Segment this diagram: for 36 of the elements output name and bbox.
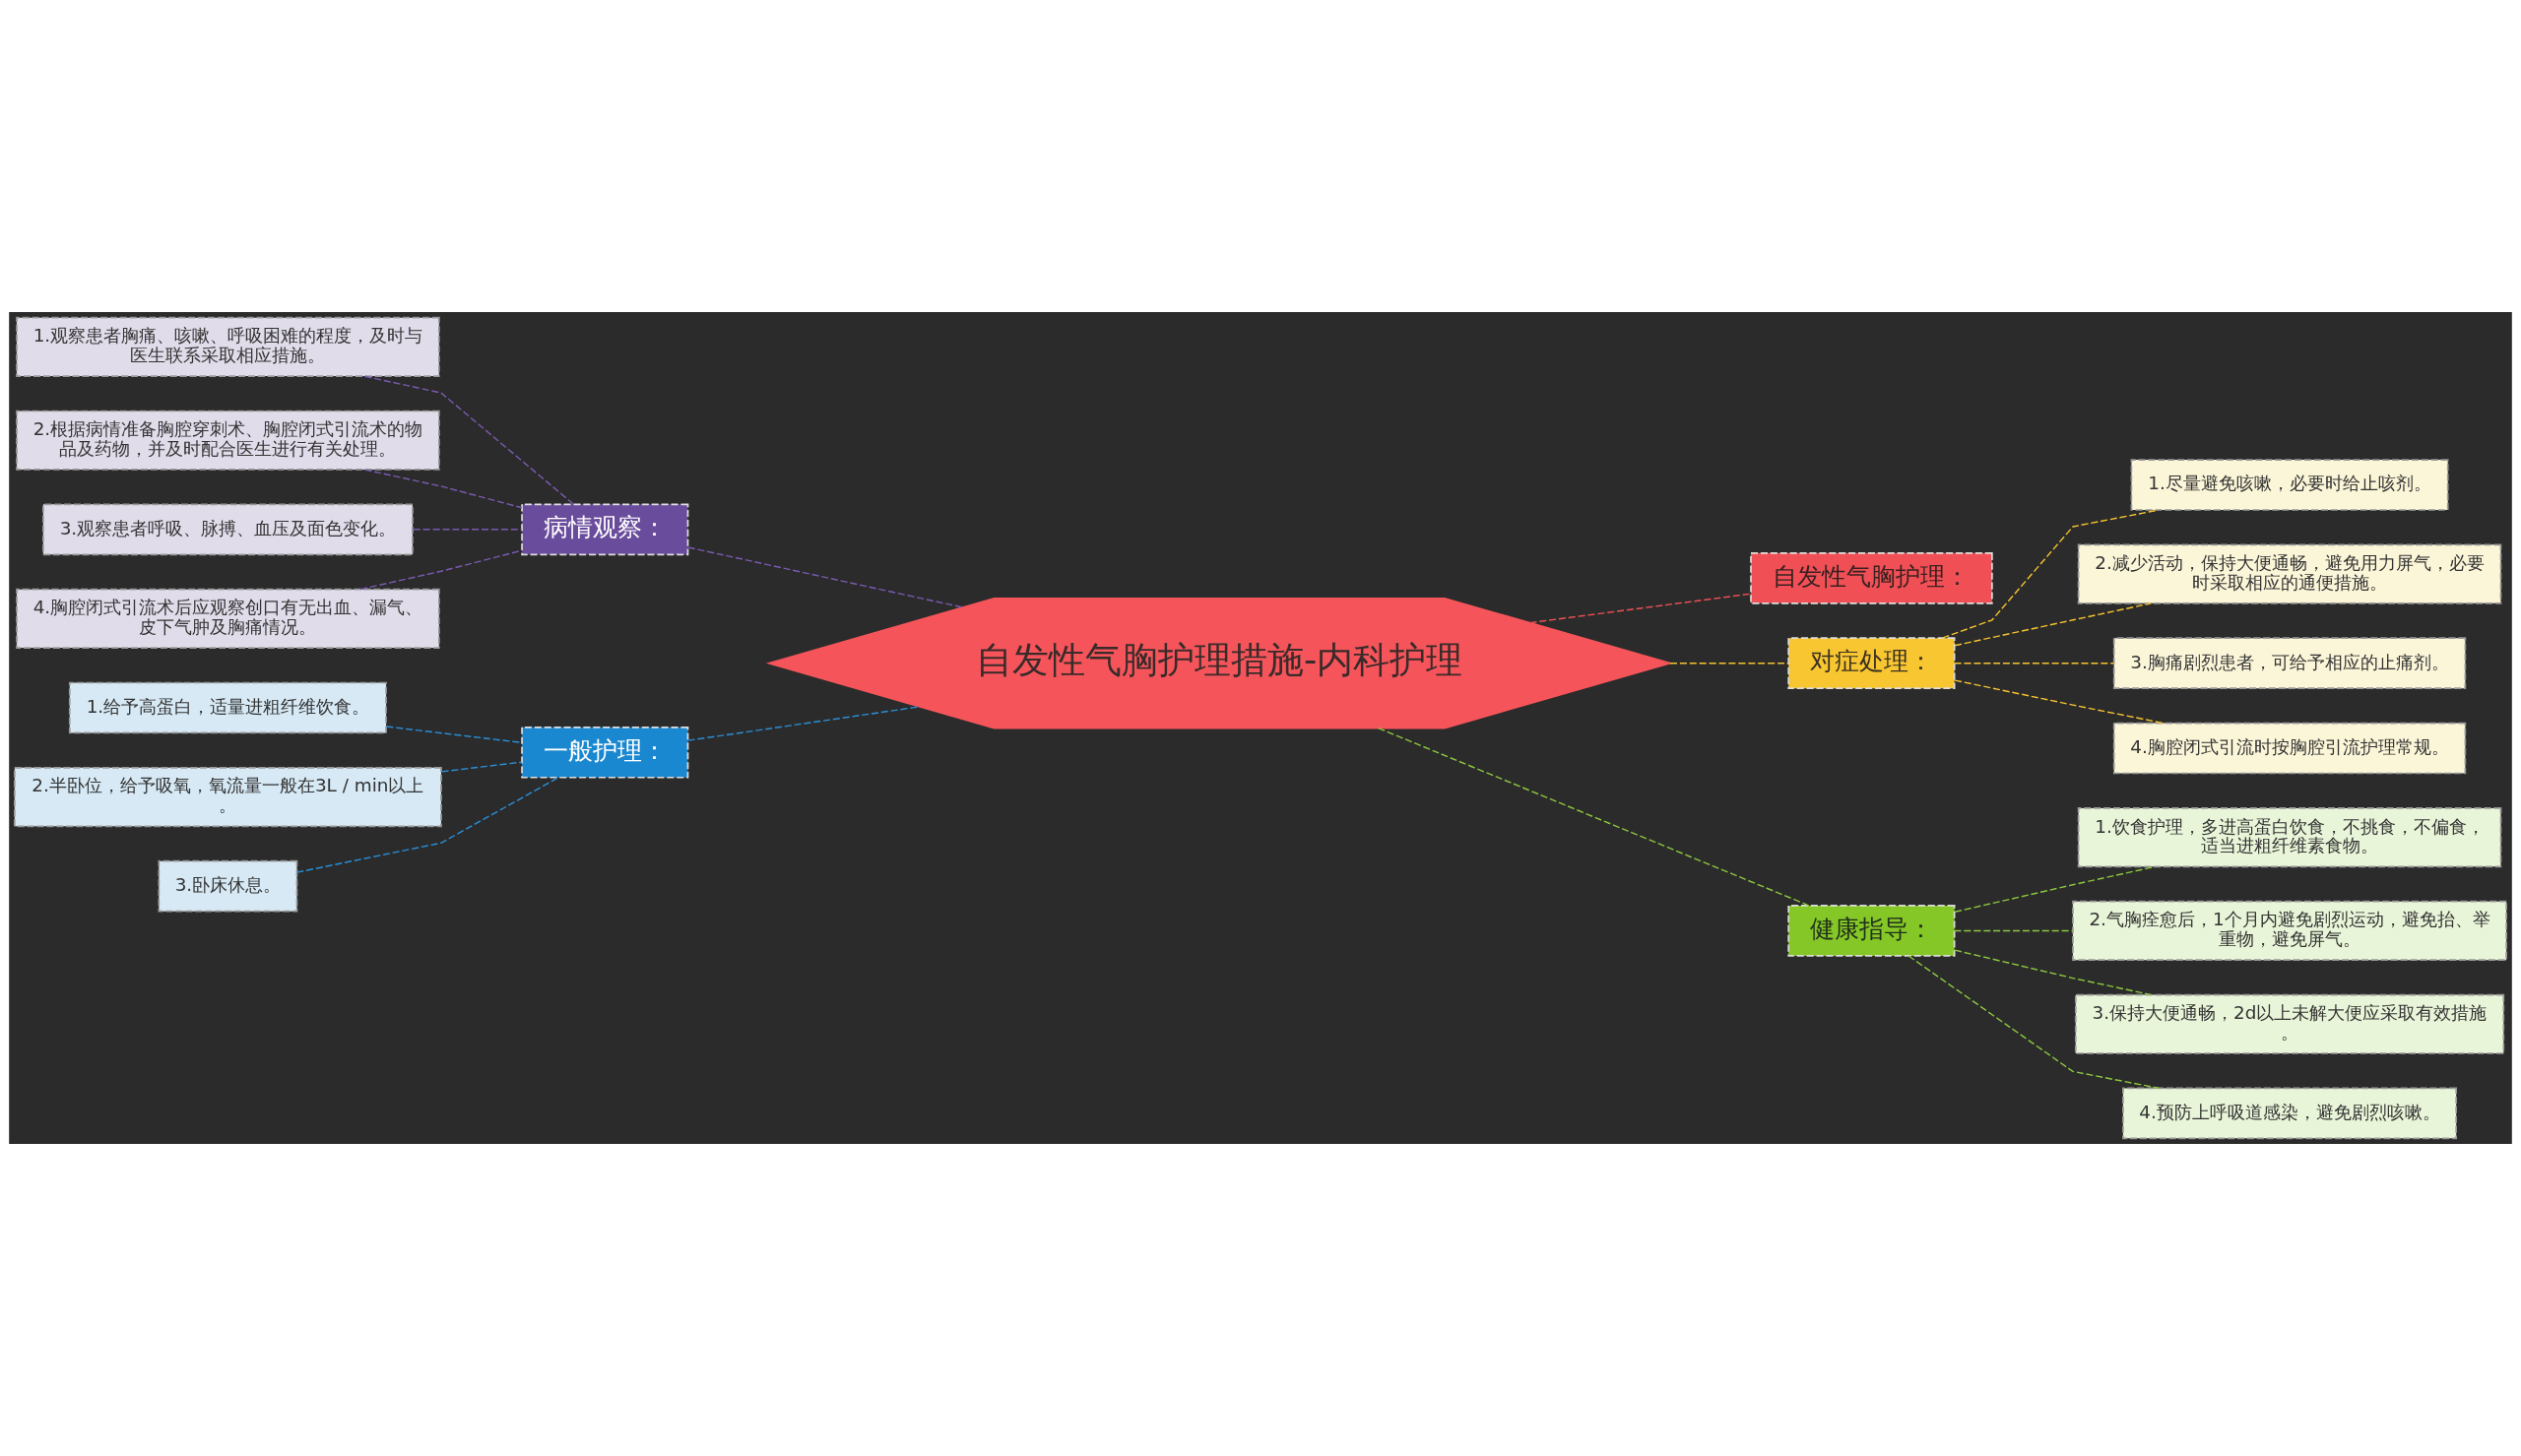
node-box: 3.卧床休息。 (158, 859, 298, 913)
connector (1954, 679, 2165, 725)
connector (1954, 602, 2152, 647)
node-box: 2.半卧位，给予吸氧，氧流量一般在3L / min以上。 (14, 767, 442, 828)
node-box: 2.减少活动，保持大便通畅，避免用力屏气，必要时采取相应的通便措施。 (2077, 543, 2502, 604)
connector (295, 777, 559, 873)
connector (1669, 662, 1789, 665)
node-box: 4.胸腔闭式引流术后应观察创口有无出血、漏气、皮下气肿及胸痛情况。 (16, 588, 440, 649)
node-box: 3.观察患者呼吸、脉搏、血压及面色变化。 (42, 503, 414, 556)
node-box: 自发性气胸护理： (1750, 552, 1993, 604)
node-box: 对症处理： (1787, 637, 1956, 689)
connector (440, 761, 523, 773)
connector (1941, 509, 2160, 639)
connector (363, 469, 523, 509)
node-box: 3.胸痛剧烈患者，可给予相应的止痛剂。 (2112, 637, 2467, 689)
node-box: 1.给予高蛋白，适量进粗纤维饮食。 (68, 681, 387, 734)
node-box: 病情观察： (521, 503, 689, 556)
connector (1528, 593, 1752, 624)
connector (1907, 955, 2160, 1089)
node-box: 1.尽量避免咳嗽，必要时给止咳剂。 (2130, 459, 2449, 511)
connector (1954, 949, 2152, 996)
node-box: 2.气胸痊愈后，1个月内避免剧烈运动，避免抬、举重物，避免屏气。 (2072, 900, 2507, 961)
node-box: 4.预防上呼吸道感染，避免剧烈咳嗽。 (2122, 1087, 2458, 1140)
connector (1377, 727, 1810, 907)
node-box: 健康指导： (1787, 905, 1956, 957)
node-box: 一般护理： (521, 726, 689, 779)
connector (412, 529, 523, 531)
node-box: 4.胸腔闭式引流时按胸腔引流护理常规。 (2112, 722, 2467, 775)
connector (687, 546, 963, 608)
connector (1953, 929, 2074, 932)
node-box: 3.保持大便通畅，2d以上未解大便应采取有效措施。 (2074, 993, 2505, 1054)
node-box: 1.饮食护理，多进高蛋白饮食，不挑食，不偏食，适当进粗纤维素食物。 (2077, 807, 2502, 868)
node-box: 2.根据病情准备胸腔穿刺术、胸腔闭式引流术的物品及药物，并及时配合医生进行有关处理。 (16, 410, 440, 471)
connector (1953, 662, 2115, 665)
node-box: 1.观察患者胸痛、咳嗽、呼吸困难的程度，及时与医生联系采取相应措施。 (16, 316, 440, 377)
connector (363, 375, 574, 505)
